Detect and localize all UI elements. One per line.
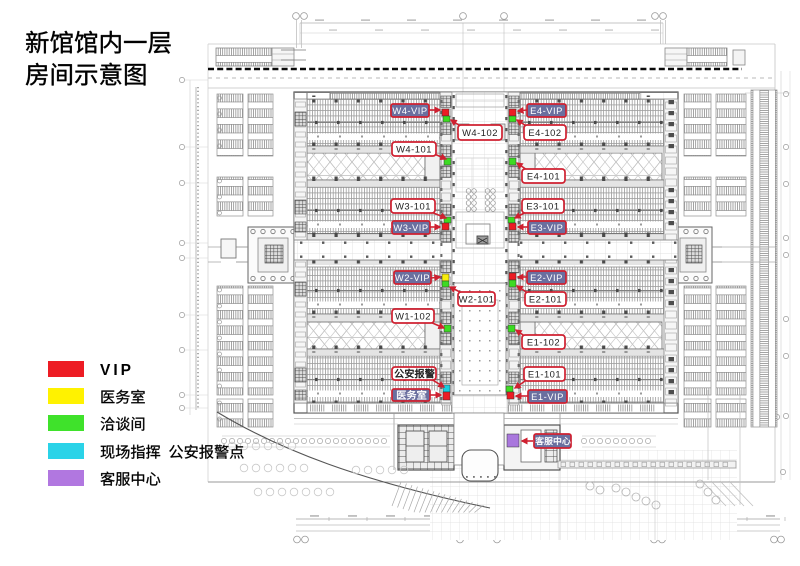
svg-text:W2-VIP: W2-VIP (395, 272, 430, 283)
svg-text:E1-VIP: E1-VIP (531, 391, 564, 402)
svg-text:W4-101: W4-101 (396, 143, 432, 154)
svg-text:E2-VIP: E2-VIP (530, 272, 563, 283)
svg-text:W4-VIP: W4-VIP (392, 105, 427, 116)
svg-text:E3-VIP: E3-VIP (531, 222, 564, 233)
svg-text:W2-101: W2-101 (459, 293, 495, 304)
svg-text:E4-101: E4-101 (527, 170, 560, 181)
svg-text:E2-101: E2-101 (529, 293, 562, 304)
svg-text:E3-101: E3-101 (526, 200, 559, 211)
svg-text:E1-101: E1-101 (528, 368, 561, 379)
svg-text:E4-102: E4-102 (528, 127, 561, 138)
svg-text:E4-VIP: E4-VIP (530, 105, 563, 116)
svg-text:E1-102: E1-102 (527, 336, 560, 347)
svg-text:W3-VIP: W3-VIP (393, 222, 428, 233)
svg-text:W3-101: W3-101 (395, 200, 431, 211)
svg-text:VIP: VIP (100, 362, 134, 379)
svg-text:W1-102: W1-102 (395, 310, 431, 321)
svg-text:W4-102: W4-102 (462, 127, 498, 138)
